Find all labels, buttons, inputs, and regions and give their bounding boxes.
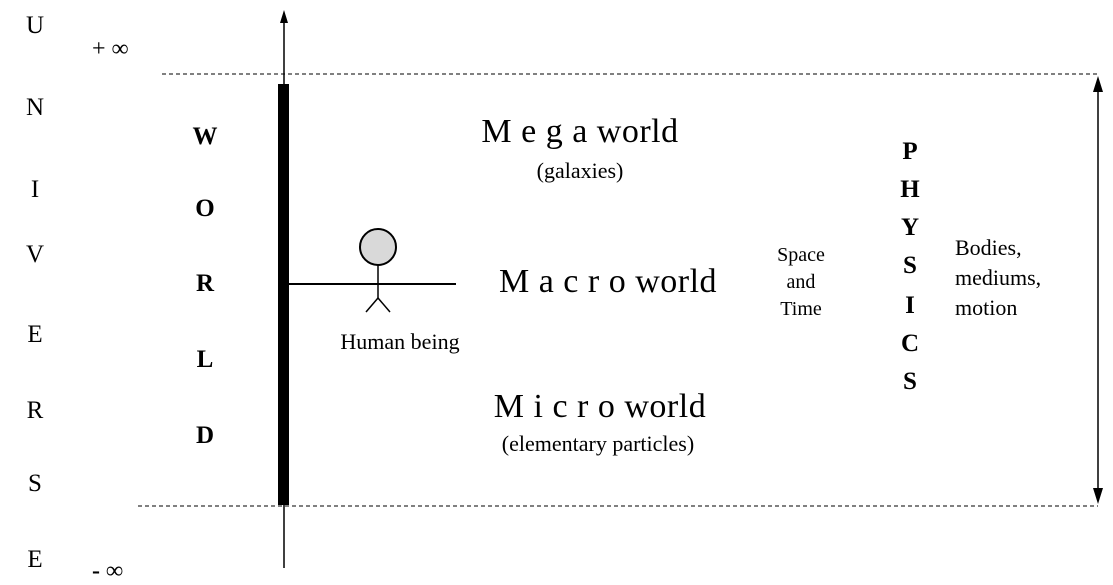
- bodies-line: mediums,: [955, 265, 1042, 290]
- plus-infinity-label: + ∞: [92, 36, 129, 62]
- bodies-line: motion: [955, 295, 1018, 320]
- physics-letter: S: [903, 252, 917, 279]
- stick-figure-icon: [359, 228, 397, 313]
- world-bar: [278, 84, 289, 505]
- macro-world-title: M a c r o world: [498, 263, 718, 300]
- universe-letter: N: [25, 94, 45, 121]
- space-time-line: Space: [777, 244, 825, 266]
- bodies-line: Bodies,: [955, 235, 1022, 260]
- physics-letter: Y: [900, 214, 920, 241]
- micro-world-title: M i c r o world: [493, 388, 707, 425]
- physics-letter: P: [902, 138, 918, 165]
- universe-letter: V: [25, 241, 45, 268]
- space-time-line: Time: [780, 298, 822, 320]
- world-letter: D: [195, 422, 215, 449]
- human-being-label: Human being: [340, 329, 460, 354]
- physics-letter: H: [900, 176, 920, 203]
- world-letter: L: [196, 346, 214, 373]
- minus-infinity-label: - ∞: [92, 558, 124, 584]
- universe-letter: I: [30, 176, 40, 203]
- universe-letter: S: [28, 470, 42, 497]
- space-time-line: and: [786, 271, 816, 293]
- mega-world-subtitle: (galaxies): [536, 158, 624, 183]
- space-time-label: Space and Time: [777, 242, 825, 323]
- bodies-mediums-motion-label: Bodies, mediums, motion: [955, 233, 1041, 323]
- physics-letter: I: [905, 292, 915, 319]
- micro-world-subtitle: (elementary particles): [501, 431, 695, 456]
- universe-letter: U: [25, 12, 45, 39]
- world-letter: W: [192, 123, 218, 150]
- physics-letter: C: [900, 330, 920, 357]
- axis-arrowhead: [280, 10, 288, 23]
- world-letter: R: [195, 270, 215, 297]
- physics-letter: S: [903, 368, 917, 395]
- universe-letter: E: [27, 321, 43, 348]
- mega-world-title: M e g a world: [481, 113, 679, 150]
- universe-letter: E: [27, 546, 43, 573]
- range-arrow-top: [1093, 76, 1103, 92]
- world-letter: O: [195, 195, 215, 222]
- universe-letter: R: [26, 397, 44, 424]
- range-arrow-bottom: [1093, 488, 1103, 504]
